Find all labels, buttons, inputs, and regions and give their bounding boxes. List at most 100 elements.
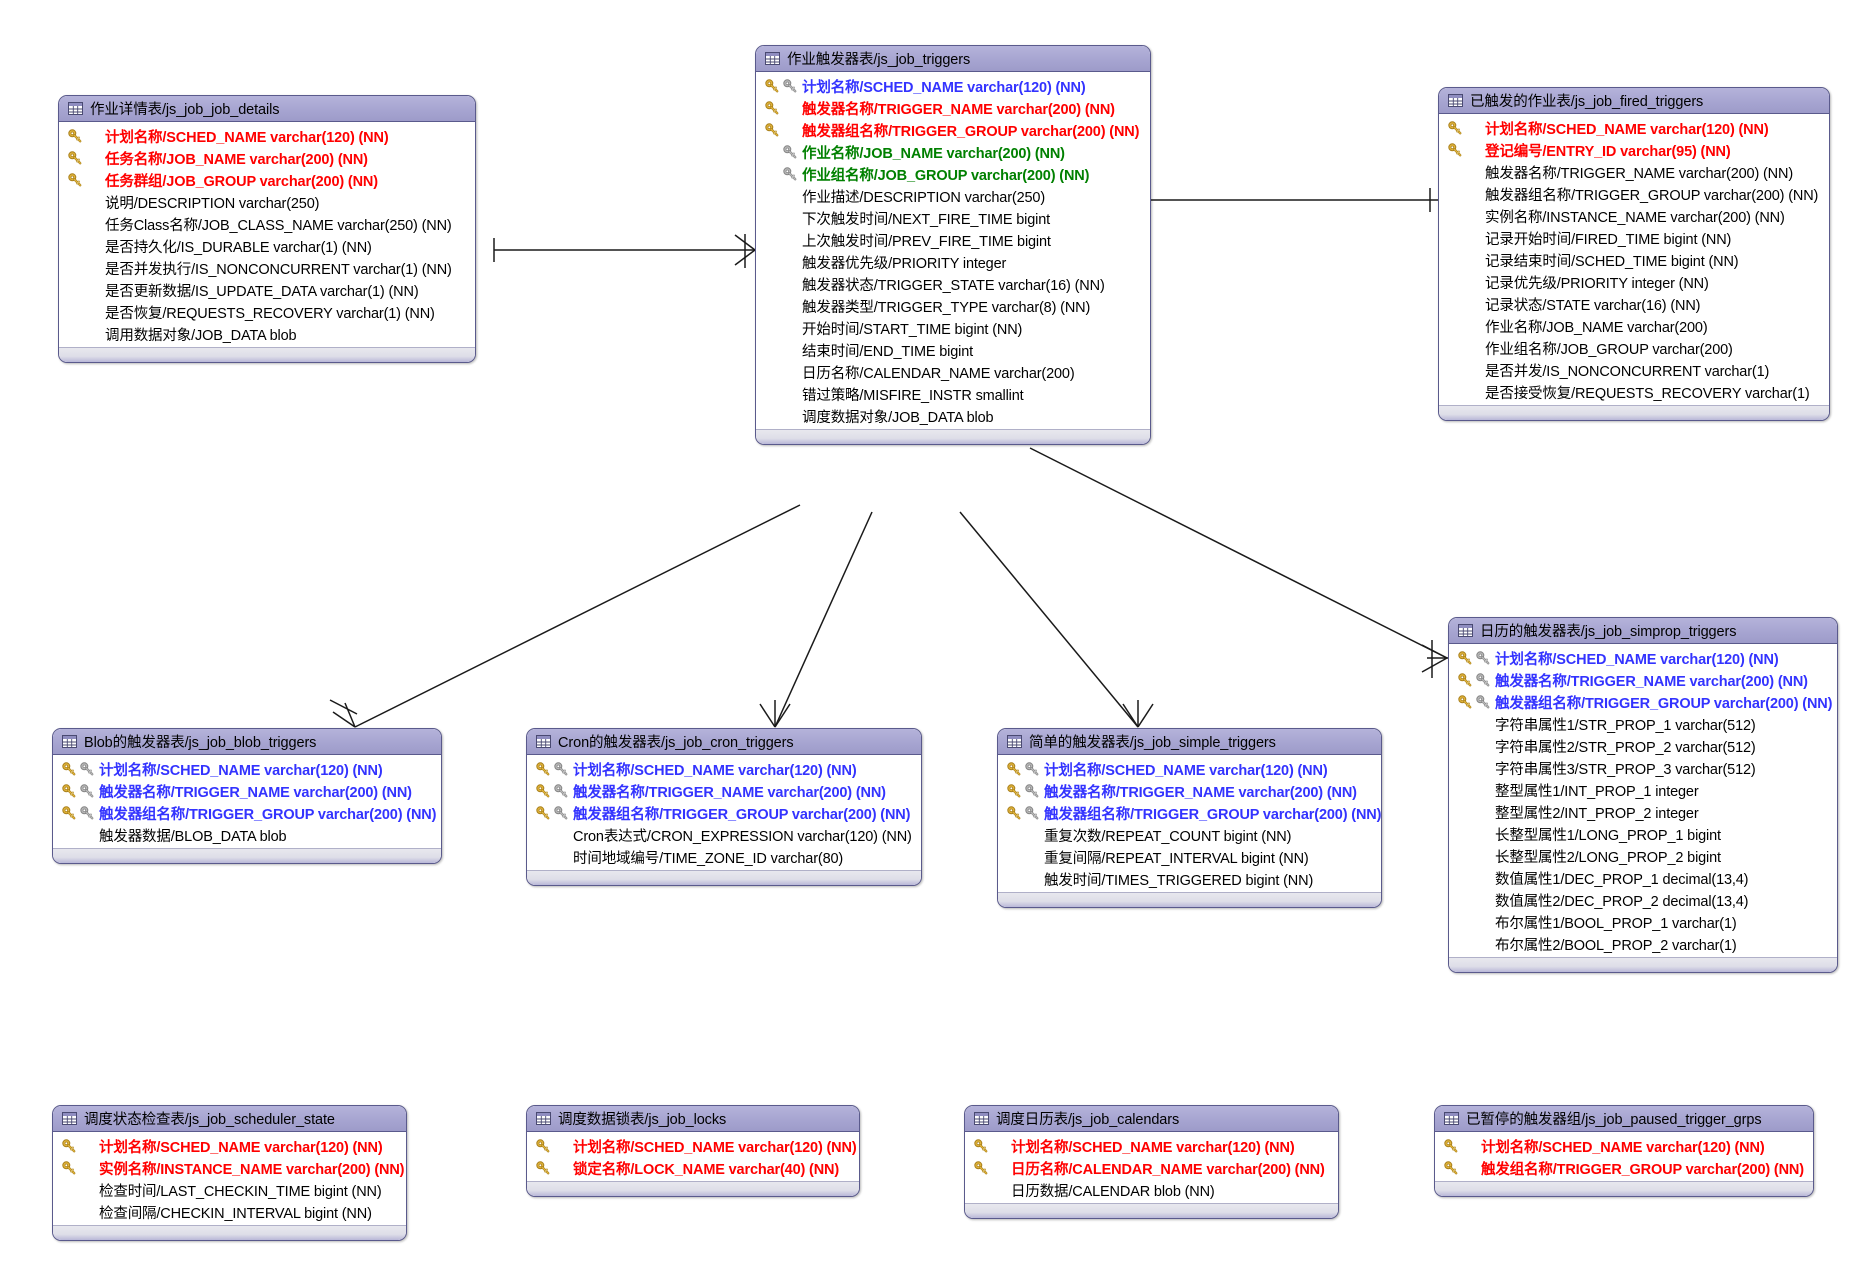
entity-scheduler_state[interactable]: 调度状态检查表/js_job_scheduler_state 计划名称/SCHED… xyxy=(52,1105,407,1241)
attribute-row[interactable]: 作业描述/DESCRIPTION varchar(250) xyxy=(756,185,1150,207)
entity-header-paused_trigger_grps[interactable]: 已暂停的触发器组/js_job_paused_trigger_grps xyxy=(1435,1106,1813,1132)
attribute-row[interactable]: 触发组名称/TRIGGER_GROUP varchar(200) (NN) xyxy=(1435,1157,1813,1179)
attribute-row[interactable]: 作业名称/JOB_NAME varchar(200) xyxy=(1439,315,1829,337)
entity-header-locks[interactable]: 调度数据锁表/js_job_locks xyxy=(527,1106,859,1132)
attribute-row[interactable]: 记录状态/STATE varchar(16) (NN) xyxy=(1439,293,1829,315)
entity-header-blob_triggers[interactable]: Blob的触发器表/js_job_blob_triggers xyxy=(53,729,441,755)
attribute-row[interactable]: 任务Class名称/JOB_CLASS_NAME varchar(250) (N… xyxy=(59,213,475,235)
attribute-row[interactable]: 重复间隔/REPEAT_INTERVAL bigint (NN) xyxy=(998,846,1381,868)
attribute-row[interactable]: 上次触发时间/PREV_FIRE_TIME bigint xyxy=(756,229,1150,251)
entity-simple_triggers[interactable]: 简单的触发器表/js_job_simple_triggers 计划名称/SCHED… xyxy=(997,728,1382,908)
attribute-row[interactable]: 字符串属性3/STR_PROP_3 varchar(512) xyxy=(1449,757,1837,779)
entity-simprop_triggers[interactable]: 日历的触发器表/js_job_simprop_triggers 计划名称/SCHE… xyxy=(1448,617,1838,973)
attribute-row[interactable]: 触发器数据/BLOB_DATA blob xyxy=(53,824,441,846)
entity-calendars[interactable]: 调度日历表/js_job_calendars 计划名称/SCHED_NAME va… xyxy=(964,1105,1339,1219)
attribute-row[interactable]: 字符串属性1/STR_PROP_1 varchar(512) xyxy=(1449,713,1837,735)
attribute-row[interactable]: 触发器组名称/TRIGGER_GROUP varchar(200) (NN) xyxy=(1439,183,1829,205)
attribute-row[interactable]: 计划名称/SCHED_NAME varchar(120) (NN) xyxy=(527,758,921,780)
attribute-row[interactable]: 调用数据对象/JOB_DATA blob xyxy=(59,323,475,345)
attribute-row[interactable]: 触发器组名称/TRIGGER_GROUP varchar(200) (NN) xyxy=(998,802,1381,824)
attribute-row[interactable]: 是否恢复/REQUESTS_RECOVERY varchar(1) (NN) xyxy=(59,301,475,323)
entity-cron_triggers[interactable]: Cron的触发器表/js_job_cron_triggers 计划名称/SCHED… xyxy=(526,728,922,886)
attribute-row[interactable]: 记录优先级/PRIORITY integer (NN) xyxy=(1439,271,1829,293)
entity-header-scheduler_state[interactable]: 调度状态检查表/js_job_scheduler_state xyxy=(53,1106,406,1132)
attribute-row[interactable]: 计划名称/SCHED_NAME varchar(120) (NN) xyxy=(527,1135,859,1157)
attribute-row[interactable]: 整型属性2/INT_PROP_2 integer xyxy=(1449,801,1837,823)
attribute-row[interactable]: 触发器优先级/PRIORITY integer xyxy=(756,251,1150,273)
attribute-row[interactable]: 数值属性1/DEC_PROP_1 decimal(13,4) xyxy=(1449,867,1837,889)
attribute-row[interactable]: 字符串属性2/STR_PROP_2 varchar(512) xyxy=(1449,735,1837,757)
attribute-row[interactable]: 计划名称/SCHED_NAME varchar(120) (NN) xyxy=(53,758,441,780)
attribute-row[interactable]: 计划名称/SCHED_NAME varchar(120) (NN) xyxy=(1439,117,1829,139)
attribute-row[interactable]: 日历名称/CALENDAR_NAME varchar(200) (NN) xyxy=(965,1157,1338,1179)
entity-header-fired_triggers[interactable]: 已触发的作业表/js_job_fired_triggers xyxy=(1439,88,1829,114)
entity-triggers[interactable]: 作业触发器表/js_job_triggers 计划名称/SCHED_NAME va… xyxy=(755,45,1151,445)
attribute-row[interactable]: 计划名称/SCHED_NAME varchar(120) (NN) xyxy=(59,125,475,147)
attribute-row[interactable]: 作业组名称/JOB_GROUP varchar(200) xyxy=(1439,337,1829,359)
entity-job_details[interactable]: 作业详情表/js_job_job_details 计划名称/SCHED_NAME … xyxy=(58,95,476,363)
attribute-row[interactable]: Cron表达式/CRON_EXPRESSION varchar(120) (NN… xyxy=(527,824,921,846)
attribute-row[interactable]: 触发器名称/TRIGGER_NAME varchar(200) (NN) xyxy=(756,97,1150,119)
attribute-row[interactable]: 触发器组名称/TRIGGER_GROUP varchar(200) (NN) xyxy=(527,802,921,824)
attribute-row[interactable]: 检查时间/LAST_CHECKIN_TIME bigint (NN) xyxy=(53,1179,406,1201)
attribute-row[interactable]: 作业组名称/JOB_GROUP varchar(200) (NN) xyxy=(756,163,1150,185)
attribute-row[interactable]: 触发器名称/TRIGGER_NAME varchar(200) (NN) xyxy=(998,780,1381,802)
attribute-row[interactable]: 登记编号/ENTRY_ID varchar(95) (NN) xyxy=(1439,139,1829,161)
attribute-row[interactable]: 计划名称/SCHED_NAME varchar(120) (NN) xyxy=(756,75,1150,97)
attribute-row[interactable]: 开始时间/START_TIME bigint (NN) xyxy=(756,317,1150,339)
attribute-row[interactable]: 重复次数/REPEAT_COUNT bigint (NN) xyxy=(998,824,1381,846)
attribute-row[interactable]: 是否并发/IS_NONCONCURRENT varchar(1) xyxy=(1439,359,1829,381)
attribute-row[interactable]: 是否接受恢复/REQUESTS_RECOVERY varchar(1) xyxy=(1439,381,1829,403)
attribute-row[interactable]: 计划名称/SCHED_NAME varchar(120) (NN) xyxy=(1435,1135,1813,1157)
attribute-row[interactable]: 是否持久化/IS_DURABLE varchar(1) (NN) xyxy=(59,235,475,257)
attribute-row[interactable]: 是否并发执行/IS_NONCONCURRENT varchar(1) (NN) xyxy=(59,257,475,279)
attribute-row[interactable]: 实例名称/INSTANCE_NAME varchar(200) (NN) xyxy=(53,1157,406,1179)
attribute-row[interactable]: 下次触发时间/NEXT_FIRE_TIME bigint xyxy=(756,207,1150,229)
attribute-row[interactable]: 布尔属性2/BOOL_PROP_2 varchar(1) xyxy=(1449,933,1837,955)
entity-header-calendars[interactable]: 调度日历表/js_job_calendars xyxy=(965,1106,1338,1132)
attribute-row[interactable]: 触发器名称/TRIGGER_NAME varchar(200) (NN) xyxy=(1449,669,1837,691)
attribute-row[interactable]: 长整型属性2/LONG_PROP_2 bigint xyxy=(1449,845,1837,867)
entity-header-job_details[interactable]: 作业详情表/js_job_job_details xyxy=(59,96,475,122)
attribute-row[interactable]: 触发器类型/TRIGGER_TYPE varchar(8) (NN) xyxy=(756,295,1150,317)
attribute-row[interactable]: 任务群组/JOB_GROUP varchar(200) (NN) xyxy=(59,169,475,191)
attribute-row[interactable]: 长整型属性1/LONG_PROP_1 bigint xyxy=(1449,823,1837,845)
attribute-row[interactable]: 检查间隔/CHECKIN_INTERVAL bigint (NN) xyxy=(53,1201,406,1223)
attribute-row[interactable]: 计划名称/SCHED_NAME varchar(120) (NN) xyxy=(1449,647,1837,669)
entity-locks[interactable]: 调度数据锁表/js_job_locks 计划名称/SCHED_NAME varch… xyxy=(526,1105,860,1197)
attribute-row[interactable]: 计划名称/SCHED_NAME varchar(120) (NN) xyxy=(53,1135,406,1157)
attribute-row[interactable]: 错过策略/MISFIRE_INSTR smallint xyxy=(756,383,1150,405)
attribute-row[interactable]: 作业名称/JOB_NAME varchar(200) (NN) xyxy=(756,141,1150,163)
attribute-row[interactable]: 计划名称/SCHED_NAME varchar(120) (NN) xyxy=(998,758,1381,780)
attribute-row[interactable]: 时间地域编号/TIME_ZONE_ID varchar(80) xyxy=(527,846,921,868)
entity-header-triggers[interactable]: 作业触发器表/js_job_triggers xyxy=(756,46,1150,72)
entity-header-simprop_triggers[interactable]: 日历的触发器表/js_job_simprop_triggers xyxy=(1449,618,1837,644)
attribute-row[interactable]: 是否更新数据/IS_UPDATE_DATA varchar(1) (NN) xyxy=(59,279,475,301)
entity-fired_triggers[interactable]: 已触发的作业表/js_job_fired_triggers 计划名称/SCHED_… xyxy=(1438,87,1830,421)
attribute-row[interactable]: 调度数据对象/JOB_DATA blob xyxy=(756,405,1150,427)
attribute-row[interactable]: 触发器状态/TRIGGER_STATE varchar(16) (NN) xyxy=(756,273,1150,295)
entity-paused_trigger_grps[interactable]: 已暂停的触发器组/js_job_paused_trigger_grps 计划名称/… xyxy=(1434,1105,1814,1197)
attribute-row[interactable]: 任务名称/JOB_NAME varchar(200) (NN) xyxy=(59,147,475,169)
entity-header-simple_triggers[interactable]: 简单的触发器表/js_job_simple_triggers xyxy=(998,729,1381,755)
entity-header-cron_triggers[interactable]: Cron的触发器表/js_job_cron_triggers xyxy=(527,729,921,755)
attribute-row[interactable]: 布尔属性1/BOOL_PROP_1 varchar(1) xyxy=(1449,911,1837,933)
attribute-row[interactable]: 触发器组名称/TRIGGER_GROUP varchar(200) (NN) xyxy=(1449,691,1837,713)
attribute-row[interactable]: 数值属性2/DEC_PROP_2 decimal(13,4) xyxy=(1449,889,1837,911)
attribute-row[interactable]: 日历数据/CALENDAR blob (NN) xyxy=(965,1179,1338,1201)
attribute-row[interactable]: 说明/DESCRIPTION varchar(250) xyxy=(59,191,475,213)
attribute-row[interactable]: 结束时间/END_TIME bigint xyxy=(756,339,1150,361)
attribute-row[interactable]: 记录结束时间/SCHED_TIME bigint (NN) xyxy=(1439,249,1829,271)
attribute-row[interactable]: 锁定名称/LOCK_NAME varchar(40) (NN) xyxy=(527,1157,859,1179)
attribute-row[interactable]: 记录开始时间/FIRED_TIME bigint (NN) xyxy=(1439,227,1829,249)
attribute-row[interactable]: 触发器名称/TRIGGER_NAME varchar(200) (NN) xyxy=(527,780,921,802)
attribute-row[interactable]: 整型属性1/INT_PROP_1 integer xyxy=(1449,779,1837,801)
attribute-row[interactable]: 日历名称/CALENDAR_NAME varchar(200) xyxy=(756,361,1150,383)
attribute-row[interactable]: 实例名称/INSTANCE_NAME varchar(200) (NN) xyxy=(1439,205,1829,227)
attribute-row[interactable]: 计划名称/SCHED_NAME varchar(120) (NN) xyxy=(965,1135,1338,1157)
attribute-row[interactable]: 触发时间/TIMES_TRIGGERED bigint (NN) xyxy=(998,868,1381,890)
entity-blob_triggers[interactable]: Blob的触发器表/js_job_blob_triggers 计划名称/SCHED… xyxy=(52,728,442,864)
attribute-row[interactable]: 触发器组名称/TRIGGER_GROUP varchar(200) (NN) xyxy=(53,802,441,824)
attribute-row[interactable]: 触发器组名称/TRIGGER_GROUP varchar(200) (NN) xyxy=(756,119,1150,141)
attribute-row[interactable]: 触发器名称/TRIGGER_NAME varchar(200) (NN) xyxy=(1439,161,1829,183)
